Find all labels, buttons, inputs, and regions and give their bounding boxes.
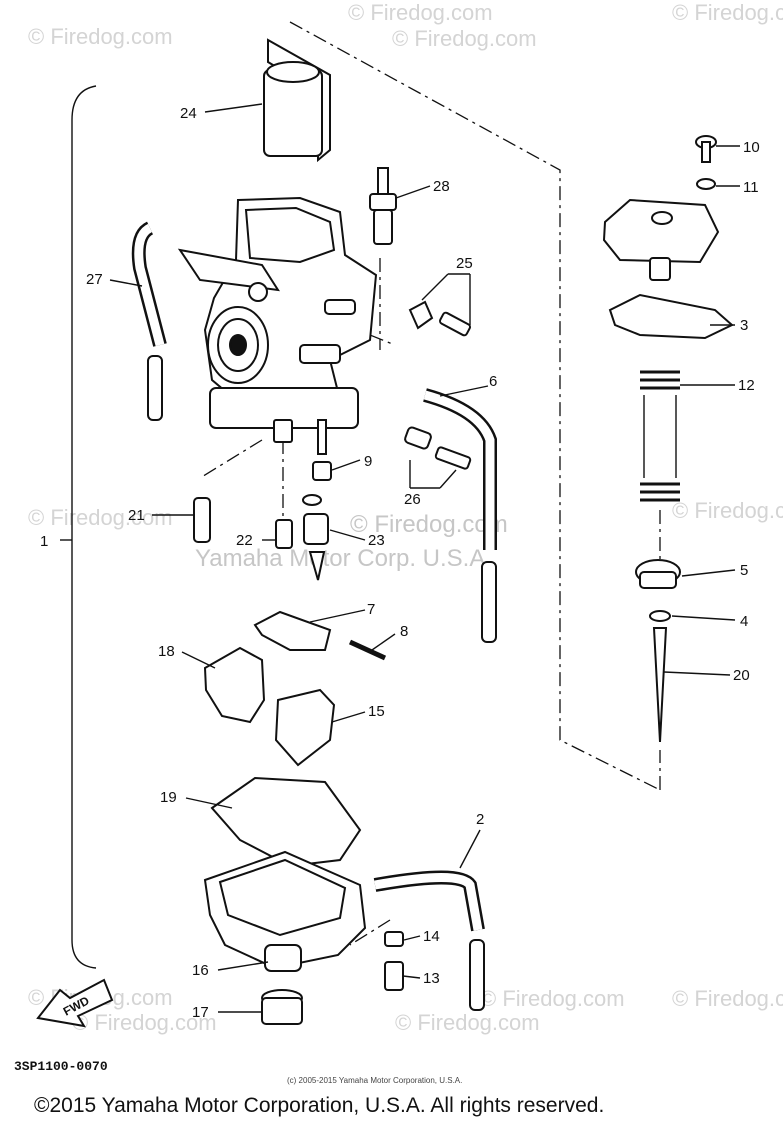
watermark: © Firedog.com bbox=[395, 1010, 540, 1035]
callout-8: 8 bbox=[400, 623, 408, 640]
watermark: © Firedog.com bbox=[72, 1010, 217, 1035]
part-carburetor-body bbox=[177, 196, 378, 455]
callout-15: 15 bbox=[368, 703, 385, 720]
part-float-bowl bbox=[203, 850, 367, 972]
part-27-hose-segment bbox=[147, 355, 163, 421]
leader-lines bbox=[60, 103, 740, 1013]
callout-6: 6 bbox=[489, 373, 497, 390]
footer-copyright: ©2015 Yamaha Motor Corporation, U.S.A. A… bbox=[34, 1094, 604, 1117]
part-9-nut bbox=[312, 461, 332, 481]
callout-4: 4 bbox=[740, 613, 748, 630]
part-14-washer bbox=[384, 931, 404, 947]
callout-14: 14 bbox=[423, 928, 440, 945]
callout-24: 24 bbox=[180, 105, 197, 122]
watermark: © Firedog.com bbox=[672, 0, 783, 25]
callout-3: 3 bbox=[740, 317, 748, 334]
callout-13: 13 bbox=[423, 970, 440, 987]
part-21-jet bbox=[193, 497, 211, 543]
callout-23: 23 bbox=[368, 532, 385, 549]
callout-26: 26 bbox=[404, 491, 421, 508]
callout-17: 17 bbox=[192, 1004, 209, 1021]
part-6-hose-segment bbox=[481, 561, 497, 643]
part-2-hose-segment bbox=[469, 939, 485, 1011]
watermark: © Firedog.com bbox=[28, 24, 173, 49]
part-13-screw bbox=[384, 961, 404, 991]
diagram-code: 3SP1100-0070 bbox=[14, 1059, 108, 1074]
part-5-plug bbox=[635, 559, 681, 589]
part-26-screw bbox=[404, 426, 472, 470]
guide-lines bbox=[199, 21, 661, 946]
part-7-float-arm bbox=[253, 610, 332, 651]
assembly-bracket bbox=[71, 85, 97, 969]
part-11-washer bbox=[696, 178, 716, 190]
callout-5: 5 bbox=[740, 562, 748, 579]
callout-25: 25 bbox=[456, 255, 473, 272]
callout-10: 10 bbox=[743, 139, 760, 156]
part-19-gasket bbox=[210, 776, 362, 868]
watermark: © Firedog.com bbox=[672, 986, 783, 1011]
callout-11: 11 bbox=[743, 179, 759, 196]
part-carb-top-cap bbox=[602, 198, 720, 281]
part-28-fitting bbox=[369, 167, 397, 245]
part-17-drain-plug bbox=[261, 989, 303, 1025]
part-15-float bbox=[274, 688, 336, 767]
callout-28: 28 bbox=[433, 178, 450, 195]
part-25-screw bbox=[408, 300, 472, 337]
part-23-valve bbox=[303, 513, 329, 581]
part-8-pin bbox=[348, 639, 387, 661]
callout-21: 21 bbox=[128, 507, 145, 524]
watermark: © Firedog.com bbox=[392, 26, 537, 51]
small-copyright: (c) 2005-2015 Yamaha Motor Corporation, … bbox=[287, 1076, 462, 1085]
callout-27: 27 bbox=[86, 271, 103, 288]
callout-2: 2 bbox=[476, 811, 484, 828]
part-20-needle bbox=[652, 627, 668, 743]
part-3-gasket bbox=[608, 293, 734, 340]
watermark: © Firedog.com bbox=[672, 498, 783, 523]
callout-18: 18 bbox=[158, 643, 175, 660]
center-watermark-line1: © Firedog.com bbox=[350, 511, 508, 538]
watermark: © Firedog.com bbox=[480, 986, 625, 1011]
watermark: © Firedog.com bbox=[28, 505, 173, 530]
part-10-screw bbox=[695, 135, 717, 163]
part-2-hose-inner bbox=[374, 873, 483, 931]
callout-20: 20 bbox=[733, 667, 750, 684]
callout-labels: 1 2 3 4 5 6 7 8 9 10 11 12 13 14 15 16 1… bbox=[40, 105, 760, 1021]
callout-16: 16 bbox=[192, 962, 209, 979]
part-27-hose-inner bbox=[134, 223, 165, 347]
part-18-float bbox=[203, 646, 266, 724]
part-6-hose-inner bbox=[423, 390, 495, 550]
center-watermark-line2: Yamaha Motor Corp. U.S.A. bbox=[195, 545, 492, 572]
callout-22: 22 bbox=[236, 532, 253, 549]
callout-19: 19 bbox=[160, 789, 177, 806]
callout-12: 12 bbox=[738, 377, 755, 394]
fwd-arrow: FWD bbox=[36, 978, 114, 1028]
callout-7: 7 bbox=[367, 601, 375, 618]
part-oring bbox=[302, 494, 322, 506]
part-12-spring bbox=[640, 370, 680, 502]
watermark: © Firedog.com bbox=[348, 0, 493, 25]
part-4-clip bbox=[649, 610, 671, 622]
callout-1: 1 bbox=[40, 533, 48, 550]
part-22-jet bbox=[275, 519, 293, 549]
part-24-cable-holder bbox=[263, 38, 331, 163]
callout-9: 9 bbox=[364, 453, 372, 470]
